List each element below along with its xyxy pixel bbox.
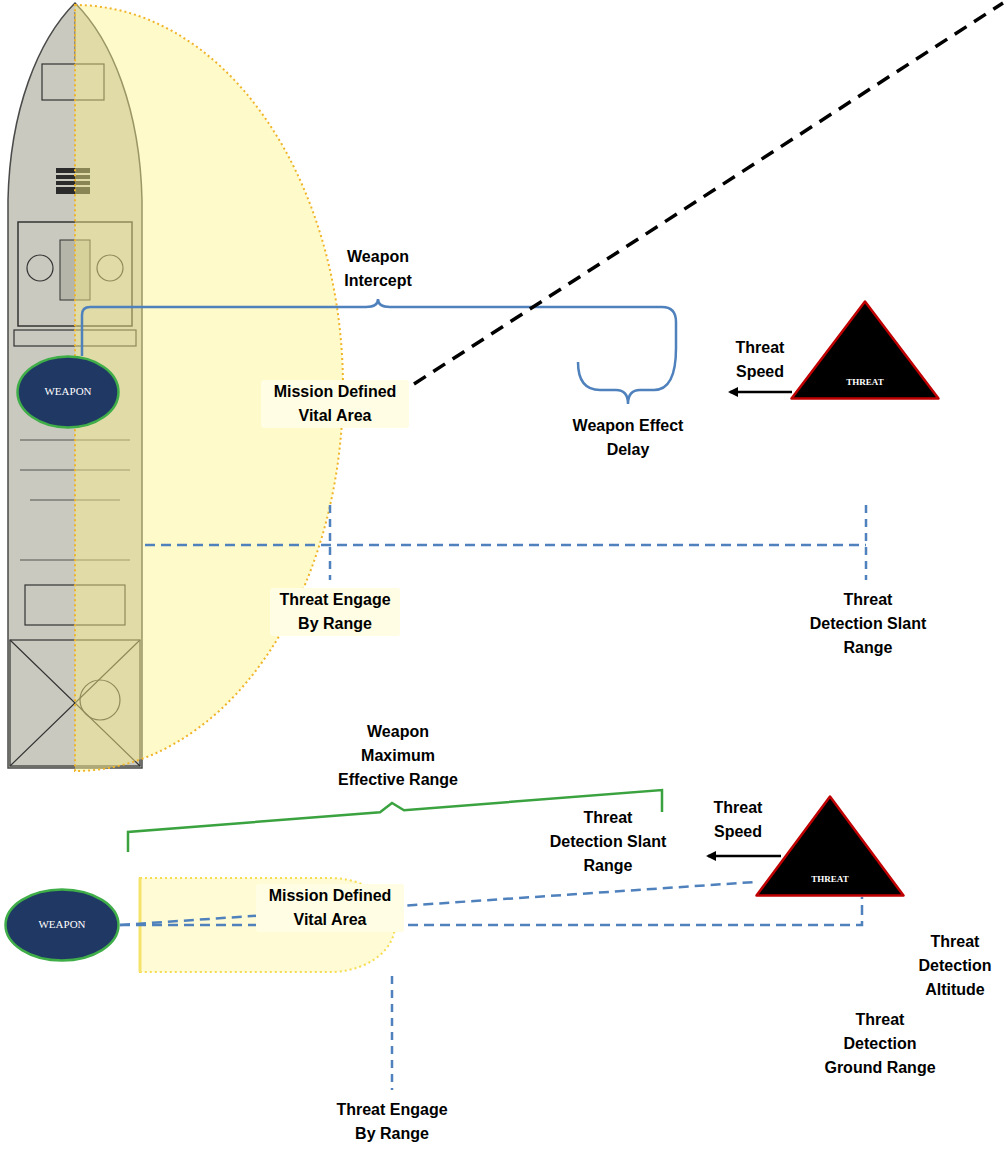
threat-shape — [757, 797, 904, 896]
threat-triangle: THREAT — [790, 300, 940, 400]
node-text: WEAPON — [38, 918, 85, 931]
intercept-bracket — [82, 299, 676, 356]
range-label: Threat Detection Altitude — [913, 930, 998, 1002]
node-text: THREAT — [846, 377, 883, 388]
range-connector — [120, 882, 755, 925]
range-tick — [330, 505, 866, 580]
radar-dome — [27, 255, 53, 281]
vital-area-boundary — [414, 3, 1003, 384]
arrow-label: Threat Speed — [703, 796, 773, 844]
weapon-ellipse: WEAPON — [16, 355, 120, 429]
threat-shape — [792, 302, 939, 399]
range-label: Threat Detection Slant Range — [808, 588, 929, 660]
range-label: Threat Engage By Range — [270, 588, 400, 636]
range-line — [145, 544, 866, 547]
area-label: Mission Defined Vital Area — [261, 380, 409, 428]
range-label: Threat Detection Slant Range — [548, 806, 669, 878]
range-connector — [120, 897, 862, 925]
weapon-ellipse: WEAPON — [4, 888, 120, 962]
speed-arrow — [730, 391, 792, 394]
threat-triangle: THREAT — [755, 795, 905, 897]
range-label: Threat Detection Ground Range — [821, 1008, 939, 1080]
node-text: WEAPON — [44, 385, 91, 398]
speed-arrow — [708, 855, 781, 858]
bracket-label: Weapon Maximum Effective Range — [335, 720, 461, 792]
effect-delay-bracket — [578, 348, 676, 404]
weapon-shape — [6, 890, 119, 961]
arrow-label: Threat Speed — [725, 336, 795, 384]
range-label: Threat Engage By Range — [331, 1098, 453, 1146]
bracket-label: Weapon Intercept — [328, 245, 428, 293]
node-text: THREAT — [811, 874, 848, 885]
bracket-label: Weapon Effect Delay — [563, 414, 693, 462]
area-label: Mission Defined Vital Area — [256, 884, 404, 932]
range-tick — [391, 976, 394, 1090]
weapon-shape — [18, 357, 119, 428]
